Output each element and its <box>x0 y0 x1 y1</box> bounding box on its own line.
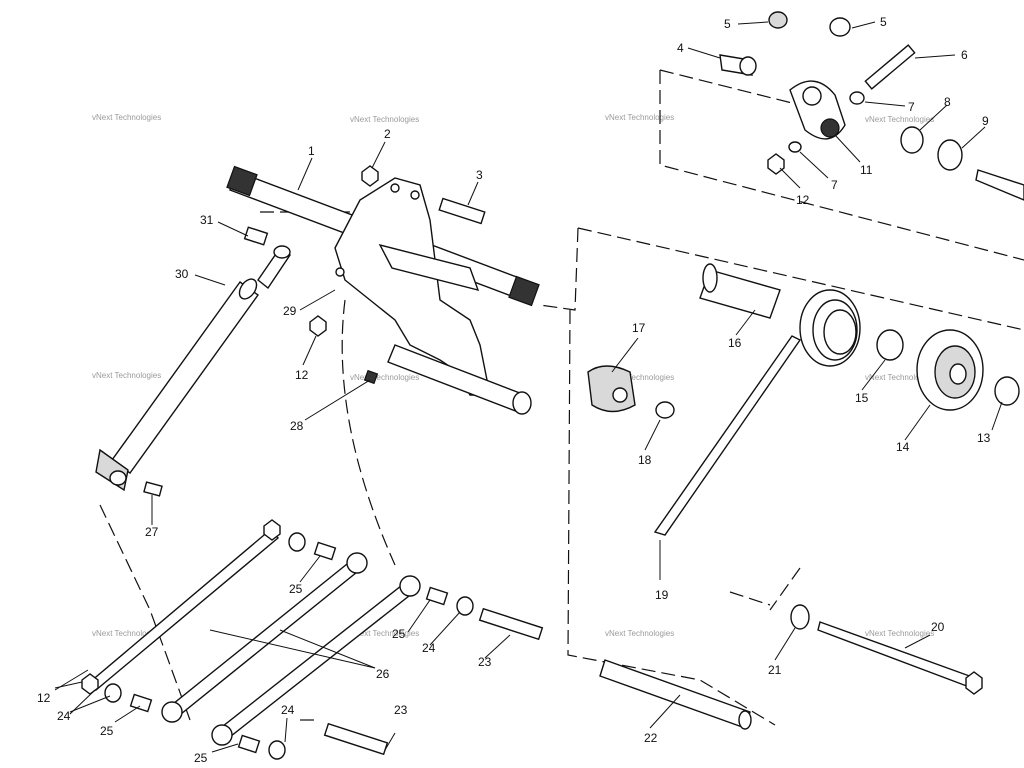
part-22-tube <box>599 659 751 729</box>
part-18-washer <box>655 401 675 419</box>
callout-9: 9 <box>982 114 989 128</box>
callout-12: 12 <box>37 691 51 705</box>
part-13-washer <box>994 376 1020 406</box>
part-23-bolt-b <box>323 722 389 756</box>
right-middle-parts <box>587 263 1020 536</box>
part-12-nut-b <box>767 153 785 175</box>
callout-25: 25 <box>289 582 303 596</box>
callout-17: 17 <box>632 321 646 335</box>
watermark: vNext Technologies <box>92 371 161 380</box>
callout-16: 16 <box>728 336 742 350</box>
callout-27: 27 <box>145 525 159 539</box>
part-2-nut <box>361 165 379 187</box>
bottom-right-parts <box>599 604 983 730</box>
bottom-links <box>81 519 544 760</box>
callout-4: 4 <box>677 41 684 55</box>
callout-31: 31 <box>200 213 214 227</box>
callout-14: 14 <box>896 440 910 454</box>
callout-25: 25 <box>194 751 208 765</box>
small-fasteners-left <box>143 165 486 497</box>
callout-5: 5 <box>724 17 731 31</box>
callout-15: 15 <box>855 391 869 405</box>
watermark: vNext Technologies <box>350 373 419 382</box>
watermark: vNext Technologies <box>865 373 934 382</box>
callout-labels: 1 2 3 4 5 5 6 7 7 8 9 11 12 12 12 13 14 … <box>37 15 991 765</box>
part-24-washer-a <box>288 532 306 552</box>
part-12-nut-a <box>309 315 327 337</box>
callout-26: 26 <box>376 667 390 681</box>
part-3-bolt <box>438 197 486 225</box>
callout-5: 5 <box>880 15 887 29</box>
part-19-spring <box>653 289 861 536</box>
callout-18: 18 <box>638 453 652 467</box>
part-28-grease-fitting <box>363 369 379 385</box>
callout-1: 1 <box>308 144 315 158</box>
watermark: vNext Technologies <box>605 113 674 122</box>
leader-lines <box>54 21 1003 753</box>
callout-25: 25 <box>392 627 406 641</box>
callout-12: 12 <box>796 193 810 207</box>
part-9-washer <box>937 139 963 171</box>
part-7-washer-b <box>788 141 802 153</box>
callout-29: 29 <box>283 304 297 318</box>
part-16-sleeve <box>699 269 781 319</box>
callout-8: 8 <box>944 95 951 109</box>
callout-6: 6 <box>961 48 968 62</box>
part-31-bushing <box>243 226 269 246</box>
part-29-bracket <box>334 177 491 396</box>
callout-23: 23 <box>394 703 408 717</box>
callout-24: 24 <box>57 709 71 723</box>
part-24-washer-b <box>104 683 122 703</box>
watermarks: vNext Technologies vNext Technologies vN… <box>92 113 934 638</box>
watermark: vNext Technologies <box>350 115 419 124</box>
callout-28: 28 <box>290 419 304 433</box>
part-27-pin <box>143 481 163 497</box>
callout-12: 12 <box>295 368 309 382</box>
callout-20: 20 <box>931 620 945 634</box>
part-24-washer-c <box>456 596 474 616</box>
callout-11: 11 <box>860 163 873 177</box>
callout-3: 3 <box>476 168 483 182</box>
assembly-lines <box>99 69 1024 726</box>
axle-end <box>975 169 1024 201</box>
watermark: vNext Technologies <box>865 115 934 124</box>
part-8-washer <box>900 126 924 154</box>
callout-30: 30 <box>175 267 189 281</box>
callout-2: 2 <box>384 127 391 141</box>
callout-24: 24 <box>422 641 436 655</box>
watermark: vNext Technologies <box>92 629 161 638</box>
callout-13: 13 <box>977 431 991 445</box>
watermark: vNext Technologies <box>865 629 934 638</box>
part-25-bushing-d <box>237 734 261 754</box>
part-5-bushing-b <box>829 17 851 37</box>
link-rod-a <box>89 529 280 692</box>
callout-24: 24 <box>281 703 295 717</box>
part-25-bushing-a <box>313 541 337 561</box>
callout-7: 7 <box>831 178 838 192</box>
callout-19: 19 <box>655 588 669 602</box>
callout-25: 25 <box>100 724 114 738</box>
part-6-bolt <box>864 44 916 90</box>
part-21-washer <box>790 604 810 630</box>
cross-tube <box>387 344 532 415</box>
callout-23: 23 <box>478 655 492 669</box>
part-30-shock <box>95 245 291 492</box>
watermark: vNext Technologies <box>605 373 674 382</box>
part-12-nut-c <box>81 673 99 695</box>
watermark: vNext Technologies <box>92 113 161 122</box>
callout-7: 7 <box>908 100 915 114</box>
part-7-washer-a <box>849 91 865 105</box>
part-5-bushing-a <box>768 11 788 29</box>
part-23-bolt-a <box>478 607 544 641</box>
callout-22: 22 <box>644 731 658 745</box>
part-25-bushing-b <box>129 693 153 713</box>
part-15-washer <box>876 329 904 361</box>
callout-21: 21 <box>768 663 782 677</box>
part-25-bushing-c <box>425 586 449 606</box>
top-right-parts <box>719 11 1024 201</box>
watermark: vNext Technologies <box>605 629 674 638</box>
watermark: vNext Technologies <box>350 629 419 638</box>
part-17-cam <box>587 365 636 413</box>
